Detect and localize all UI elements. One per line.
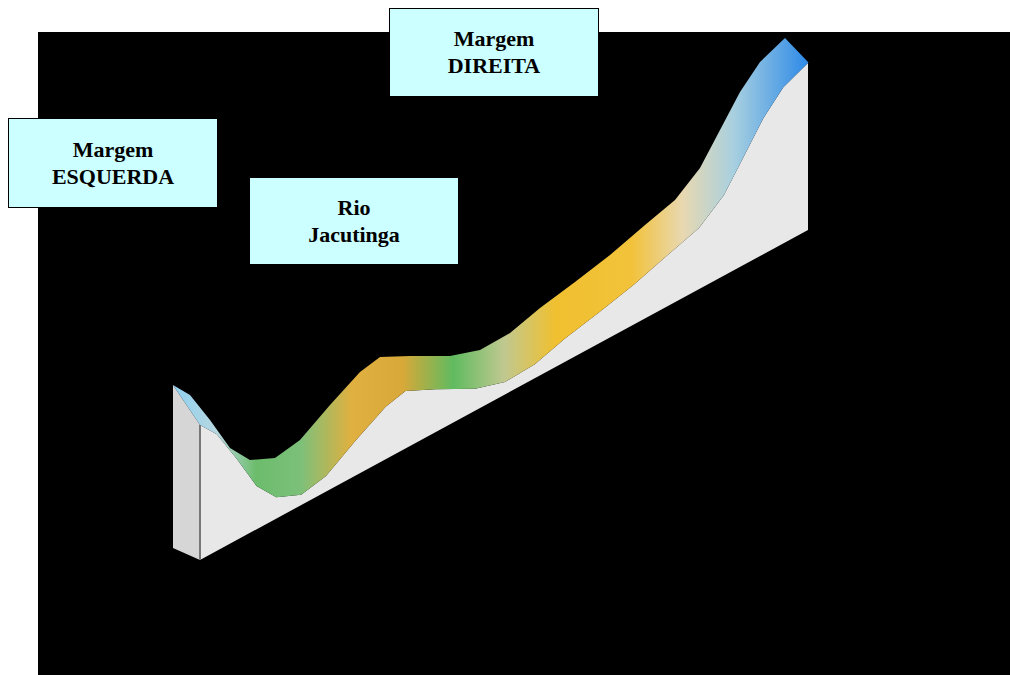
- label-text: Margem ESQUERDA: [33, 136, 193, 190]
- edge-line: [199, 425, 201, 560]
- terrain-surface: [173, 38, 808, 497]
- label-box: Margem ESQUERDA: [8, 118, 218, 208]
- label-box: Rio Jacutinga: [249, 177, 459, 265]
- label-text: Margem DIREITA: [419, 25, 569, 79]
- label-box: Margem DIREITA: [389, 8, 599, 97]
- label-text: Rio Jacutinga: [289, 194, 419, 248]
